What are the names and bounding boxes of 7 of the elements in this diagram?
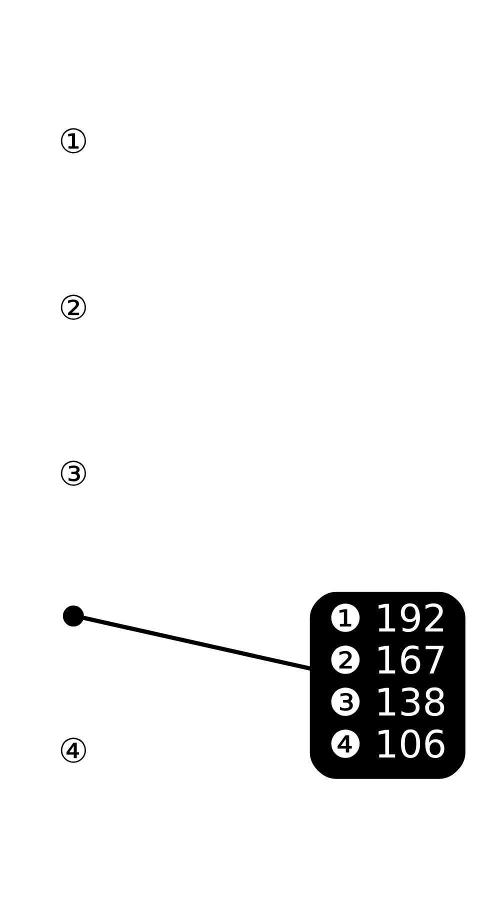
label: ② (58, 288, 88, 328)
label: ③ (58, 454, 88, 494)
label: ④ (58, 732, 88, 771)
connector (83, 616, 311, 671)
node-box: ❶ 192 ❷ 167 ❸ 138 ❹ 106 (310, 592, 466, 779)
node-circle (62, 606, 84, 627)
label: ① (58, 122, 88, 162)
